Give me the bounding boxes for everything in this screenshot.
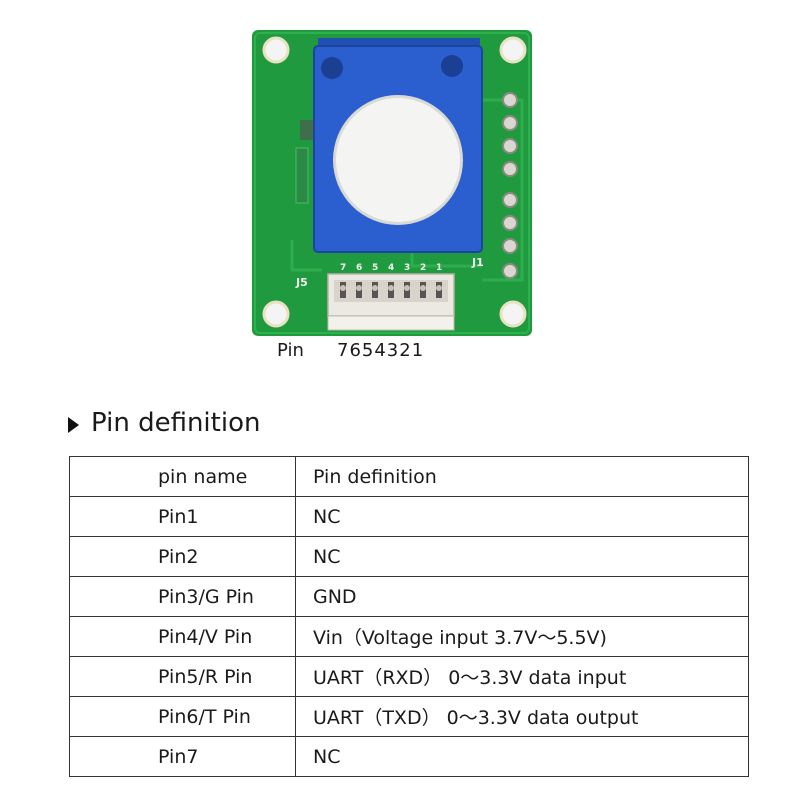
table-row: Pin2 NC <box>69 536 749 577</box>
table-row: Pin6/T Pin UART（TXD） 0～3.3V data output <box>69 696 749 737</box>
pin-name-cell: Pin4/V Pin <box>69 616 296 657</box>
triangle-bullet-icon <box>68 417 79 433</box>
table-row: Pin7 NC <box>69 736 749 777</box>
connector-pin-number: 3 <box>404 263 410 273</box>
table-row: Pin4/V Pin Vin（Voltage input 3.7V～5.5V) <box>69 616 749 657</box>
pin-name-cell: Pin2 <box>69 536 296 577</box>
pin-header-j1 <box>502 92 518 279</box>
table-row: Pin5/R Pin UART（RXD） 0～3.3V data input <box>69 656 749 697</box>
pin-definition-cell: NC <box>295 536 749 577</box>
pin-name-cell: Pin1 <box>69 496 296 537</box>
pin-name-cell: Pin7 <box>69 736 296 777</box>
connector-pin-number: 5 <box>372 263 378 273</box>
pin-name-cell: Pin3/G Pin <box>69 576 296 617</box>
connector-pin-number: 4 <box>388 263 394 273</box>
section-heading: Pin definition <box>68 404 260 442</box>
mounting-holes <box>262 36 527 328</box>
gas-sensor-block <box>313 38 483 253</box>
table-header-row: pin name Pin definition <box>69 456 749 497</box>
connector-pin-number: 1 <box>436 263 442 273</box>
pin-definition-cell: Vin（Voltage input 3.7V～5.5V) <box>295 616 749 657</box>
pin-definition-cell: UART（RXD） 0～3.3V data input <box>295 656 749 697</box>
pin-caption: Pin 7654321 <box>0 340 800 366</box>
header-pin-name: pin name <box>69 456 296 497</box>
pin-name-cell: Pin6/T Pin <box>69 696 296 737</box>
connector-pin-number: 2 <box>420 263 426 273</box>
jst-connector <box>327 273 455 331</box>
pin-caption-word: Pin <box>277 340 304 361</box>
j1-label: J1 <box>471 256 484 269</box>
connector-pin-number: 7 <box>340 263 346 273</box>
pin-name-cell: Pin5/R Pin <box>69 656 296 697</box>
header-pin-definition: Pin definition <box>295 456 749 497</box>
pin-definition-cell: GND <box>295 576 749 617</box>
table-row: Pin3/G Pin GND <box>69 576 749 617</box>
pin-caption-numbers: 7654321 <box>337 340 425 361</box>
connector-pin-number: 6 <box>356 263 362 273</box>
pin-definition-table: pin name Pin definition Pin1 NC Pin2 NC … <box>69 456 749 777</box>
section-heading-title: Pin definition <box>91 408 261 438</box>
pin-definition-cell: NC <box>295 496 749 537</box>
sensor-window <box>336 98 460 222</box>
pin-definition-cell: UART（TXD） 0～3.3V data output <box>295 696 749 737</box>
j5-label: J5 <box>295 276 308 289</box>
pin-definition-cell: NC <box>295 736 749 777</box>
table-row: Pin1 NC <box>69 496 749 537</box>
